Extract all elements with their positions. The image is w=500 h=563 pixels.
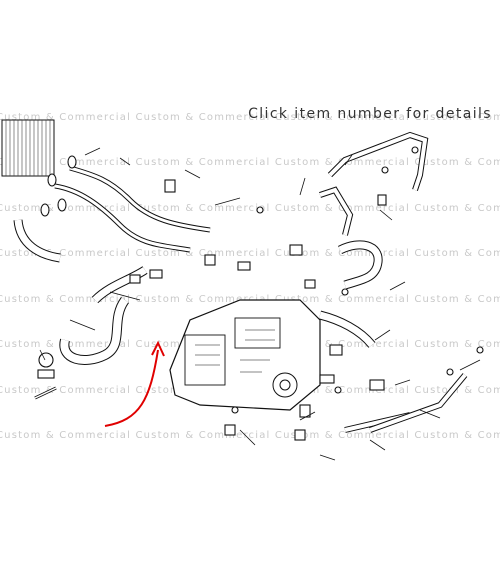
red-indicator-arrow xyxy=(104,340,165,427)
click-item-number-link[interactable]: Click item number for details xyxy=(248,106,492,122)
left-mid-hose[interactable] xyxy=(91,266,148,304)
callout-leaders xyxy=(39,147,481,461)
bleed-tube[interactable] xyxy=(34,386,57,400)
thermostat-housing[interactable] xyxy=(37,352,55,379)
right-cooling-pipe[interactable] xyxy=(344,373,468,433)
left-lower-hose[interactable] xyxy=(59,297,130,365)
bolt[interactable] xyxy=(231,146,484,414)
upper-return-pipe[interactable] xyxy=(54,183,191,253)
upper-coolant-pipe[interactable] xyxy=(69,165,211,233)
engine-block[interactable] xyxy=(169,299,321,411)
radiator[interactable] xyxy=(1,119,55,177)
left-coolant-hose[interactable] xyxy=(13,219,61,263)
right-lower-hose[interactable] xyxy=(318,310,376,348)
right-heater-hose[interactable] xyxy=(337,240,383,290)
upper-right-pipe-frame[interactable] xyxy=(319,131,429,236)
hose-clamp[interactable] xyxy=(40,155,77,217)
hose-fitting[interactable] xyxy=(129,179,387,441)
